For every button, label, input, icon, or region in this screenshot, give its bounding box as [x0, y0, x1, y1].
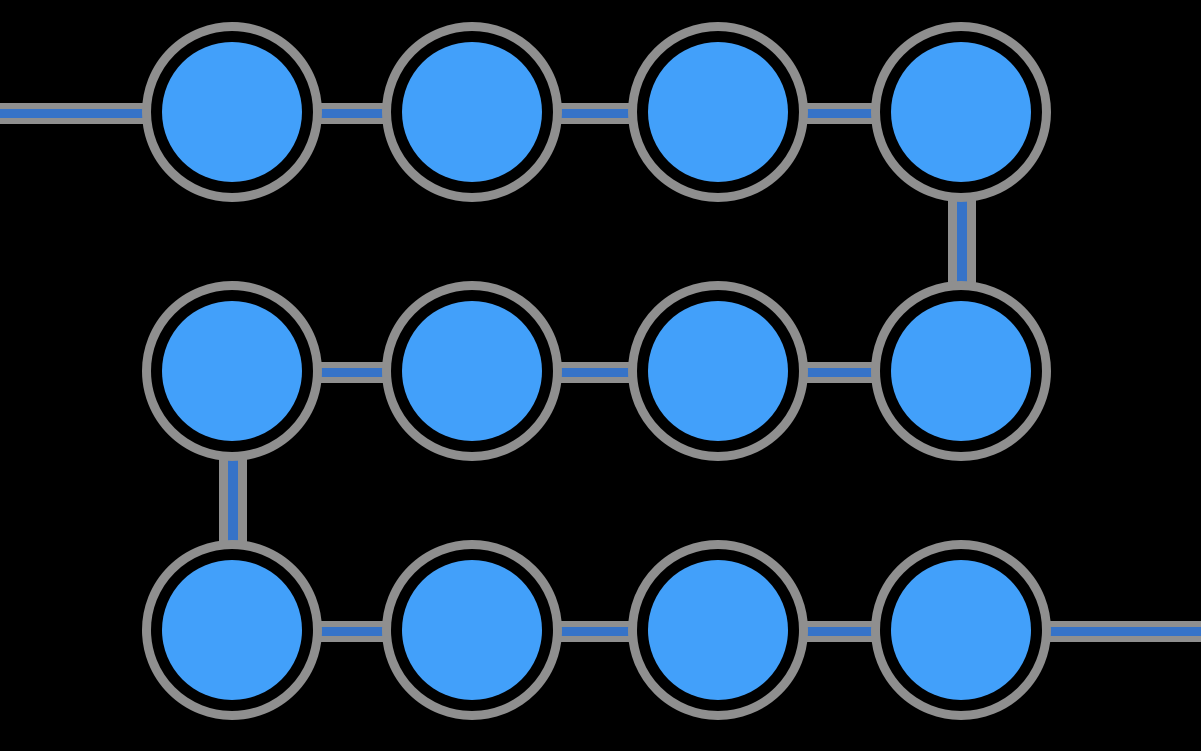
edge-r2c2-r2c3-core: [557, 368, 633, 377]
edge-r1c1-r1c2-core: [317, 109, 387, 118]
edge-r1c4-r2c4: [948, 197, 976, 286]
node-r1c2: [382, 22, 562, 202]
node-r3c3-fill: [648, 560, 788, 700]
edge-r3c1-r3c2-core: [317, 627, 387, 636]
node-r1c2-fill: [402, 42, 542, 182]
entry-edge: [0, 103, 147, 124]
edge-r3c3-r3c4-core: [803, 627, 876, 636]
edge-r2c3-r2c4: [803, 362, 876, 383]
edge-r1c1-r1c2: [317, 103, 387, 124]
node-r2c2: [382, 281, 562, 461]
edge-r1c2-r1c3-core: [557, 109, 633, 118]
node-r3c3: [628, 540, 808, 720]
node-r3c4: [871, 540, 1051, 720]
edge-r1c3-r1c4: [803, 103, 876, 124]
node-r2c1-fill: [162, 301, 302, 441]
node-r2c3-fill: [648, 301, 788, 441]
edge-r1c2-r1c3: [557, 103, 633, 124]
edge-r2c1-r3c1-core: [228, 456, 238, 545]
node-r1c4: [871, 22, 1051, 202]
exit-edge: [1046, 621, 1201, 642]
node-r3c2: [382, 540, 562, 720]
edge-r2c3-r2c4-core: [803, 368, 876, 377]
edge-r2c2-r2c3: [557, 362, 633, 383]
node-r3c2-fill: [402, 560, 542, 700]
edge-r1c4-r2c4-core: [957, 197, 967, 286]
node-r3c4-fill: [891, 560, 1031, 700]
edge-r3c1-r3c2: [317, 621, 387, 642]
exit-edge-core: [1046, 627, 1201, 636]
edge-r1c3-r1c4-core: [803, 109, 876, 118]
edge-r3c3-r3c4: [803, 621, 876, 642]
edge-r3c2-r3c3: [557, 621, 633, 642]
entry-edge-core: [0, 109, 147, 118]
edge-r3c2-r3c3-core: [557, 627, 633, 636]
node-r1c3-fill: [648, 42, 788, 182]
node-r2c4-fill: [891, 301, 1031, 441]
node-r1c1-fill: [162, 42, 302, 182]
node-r2c1: [142, 281, 322, 461]
node-r1c1: [142, 22, 322, 202]
node-r2c3: [628, 281, 808, 461]
node-r1c4-fill: [891, 42, 1031, 182]
node-r1c3: [628, 22, 808, 202]
edge-r2c1-r2c2-core: [317, 368, 387, 377]
edge-r2c1-r2c2: [317, 362, 387, 383]
node-r3c1: [142, 540, 322, 720]
node-r3c1-fill: [162, 560, 302, 700]
edge-r2c1-r3c1: [219, 456, 247, 545]
node-r2c4: [871, 281, 1051, 461]
node-r2c2-fill: [402, 301, 542, 441]
